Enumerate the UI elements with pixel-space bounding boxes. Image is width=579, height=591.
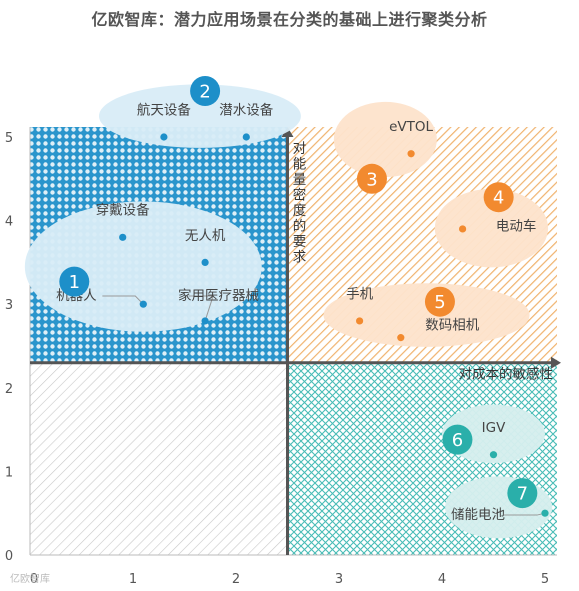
watermark-text: 亿欧智库: [10, 572, 50, 585]
x-tick-label: 0: [30, 572, 38, 587]
cluster-badge-1: [59, 266, 90, 297]
point-label: 储能电池: [451, 507, 505, 523]
data-point: [242, 133, 250, 141]
page-title: 亿欧智库：潜力应用场景在分类的基础上进行聚类分析: [91, 10, 488, 29]
leader-line: [188, 295, 214, 322]
data-point: [541, 509, 549, 517]
cluster-badge-4: [483, 182, 514, 213]
cluster-number: 4: [493, 188, 504, 209]
point-label: 家用医疗器械: [178, 287, 259, 304]
data-point: [489, 451, 498, 459]
data-point: [160, 133, 168, 141]
cluster-bubble-2: [99, 84, 301, 148]
cluster-number: 3: [366, 169, 377, 190]
x-tick-label: 1: [129, 572, 137, 587]
x-tick-label: 3: [335, 572, 343, 587]
cluster-number: 7: [517, 484, 528, 505]
data-point: [139, 300, 147, 308]
cluster-bubble-4: [434, 188, 549, 268]
cluster-badge-6: [442, 424, 473, 455]
cluster-badge-7: [507, 478, 538, 509]
cluster-bubble-3: [333, 101, 437, 178]
y-tick-label: 5: [5, 131, 13, 146]
y-tick-label: 0: [5, 549, 13, 564]
data-point: [201, 258, 209, 266]
cluster-badge-5: [424, 286, 455, 317]
point-label: IGV: [482, 420, 506, 436]
x-tick-label: 5: [541, 572, 549, 587]
cluster-number: 5: [434, 292, 445, 313]
x-axis-title: 对成本的敏感性: [459, 366, 554, 383]
point-label: 无人机: [185, 228, 226, 244]
cluster-number: 6: [452, 430, 463, 451]
x-tick-label: 2: [232, 572, 240, 587]
y-tick-label: 4: [5, 215, 13, 230]
leader-line: [102, 295, 144, 305]
y-tick-label: 2: [5, 382, 13, 397]
point-label: 穿戴设备: [96, 202, 150, 219]
cluster-badge-2: [190, 76, 221, 107]
y-tick-label: 1: [5, 465, 13, 480]
point-label: eVTOL: [389, 119, 433, 135]
point-label: 潜水设备: [219, 101, 273, 118]
y-tick-label: 3: [5, 298, 13, 313]
cluster-bubble-5: [323, 283, 530, 347]
point-label: 电动车: [496, 218, 537, 235]
data-point: [459, 225, 467, 233]
cluster-number: 1: [69, 272, 80, 293]
data-point: [201, 317, 209, 325]
data-point: [397, 334, 405, 342]
cluster-badge-3: [356, 163, 387, 194]
x-tick-label: 4: [438, 572, 446, 587]
y-axis-title: 对能量密度的要求: [293, 141, 307, 266]
data-point: [119, 233, 127, 241]
data-point: [407, 150, 415, 158]
cluster-number: 2: [199, 82, 210, 103]
x-arrow-icon: [551, 356, 561, 369]
quadrant-bottom-left: [30, 362, 288, 555]
point-label: 手机: [346, 286, 373, 302]
y-arrow-icon: [281, 127, 294, 137]
point-label: 数码相机: [425, 317, 479, 333]
data-point: [356, 317, 364, 325]
cluster-bubble-1: [24, 201, 262, 332]
point-label: 航天设备: [137, 101, 191, 118]
